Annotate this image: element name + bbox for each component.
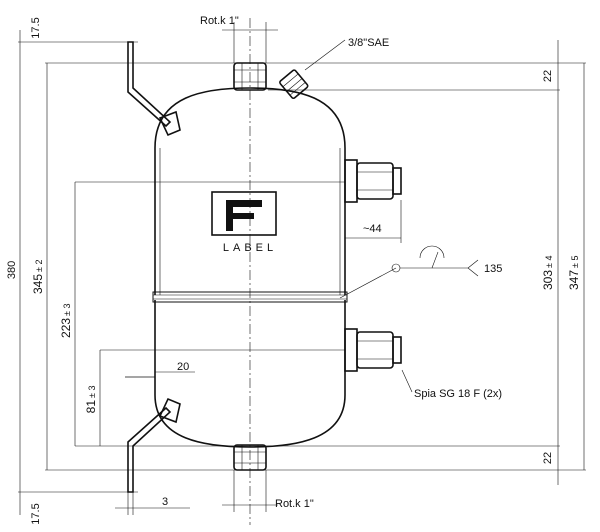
body-height-dim: 303 ± 4 xyxy=(541,256,555,290)
bottom-fitting-label: Rot.k 1" xyxy=(275,498,314,510)
total-height-tol: ± 5 xyxy=(570,256,580,268)
mount-height-value: 345 xyxy=(31,274,45,294)
total-height-value: 347 xyxy=(567,270,581,290)
label-logo: LABEL xyxy=(211,191,277,254)
upper-bracket xyxy=(127,41,181,137)
body-height-tol: ± 4 xyxy=(544,256,554,268)
sae-fitting xyxy=(279,69,309,100)
logo-text: LABEL xyxy=(223,242,277,254)
mount-height-tol: ± 2 xyxy=(34,260,44,272)
bottom-cap-value: 22 xyxy=(542,452,554,464)
leader-lines xyxy=(304,39,413,393)
left-dimension-lines xyxy=(19,30,155,515)
top-offset-value: 17.5 xyxy=(30,17,42,38)
upper-fitting-height-tol: ± 3 xyxy=(62,304,72,316)
vessel-body xyxy=(154,87,346,448)
lower-bracket xyxy=(127,397,181,493)
right-dimension-lines xyxy=(557,40,585,485)
weld-symbol xyxy=(391,245,479,277)
lower-fitting-height-dim: 81 ± 3 xyxy=(84,386,98,414)
fitting-depth-value: ~44 xyxy=(363,223,382,235)
overall-height-value: 380 xyxy=(6,261,18,279)
weld-symbol-label: 135 xyxy=(484,263,502,275)
mount-height-dim: 345 ± 2 xyxy=(31,260,45,294)
fitting-width-dimensions xyxy=(115,22,278,515)
fitting-depth-dimension xyxy=(345,200,402,243)
bottom-offset-value: 17.5 xyxy=(30,503,42,524)
top-fitting-label: Rot.k 1" xyxy=(200,15,239,27)
extension-lines xyxy=(18,41,586,493)
sae-label: 3/8"SAE xyxy=(348,37,389,49)
lower-sight-glass xyxy=(344,328,402,372)
sight-glass-label: Spia SG 18 F (2x) xyxy=(414,388,502,400)
lower-fitting-height-value: 81 xyxy=(84,400,98,414)
bracket-offset-value: 20 xyxy=(177,361,189,373)
lower-fitting-height-tol: ± 3 xyxy=(87,386,97,398)
top-cap-value: 22 xyxy=(542,70,554,82)
upper-sight-glass xyxy=(344,159,402,203)
upper-fitting-height-value: 223 xyxy=(59,318,73,338)
total-height-dim: 347 ± 5 xyxy=(567,256,581,290)
bracket-thickness-value: 3 xyxy=(162,496,168,508)
upper-fitting-height-dim: 223 ± 3 xyxy=(59,304,73,338)
body-height-value: 303 xyxy=(541,270,555,290)
